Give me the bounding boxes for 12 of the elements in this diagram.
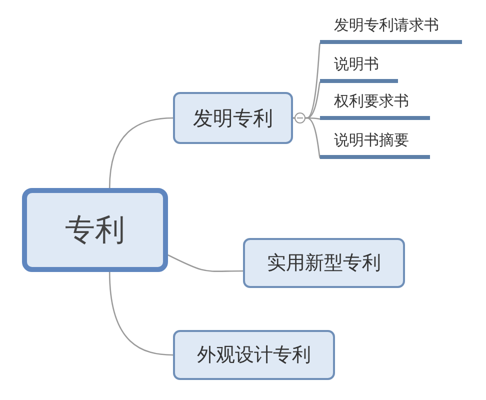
connector-line [108, 272, 174, 356]
connector-line [108, 117, 174, 188]
topic-label: 说明书 [320, 55, 398, 83]
topic-box: 实用新型专利 [243, 238, 405, 288]
topic-box: 发明专利 [173, 92, 293, 144]
topic-label: 发明专利请求书 [320, 16, 462, 44]
topic-label: 权利要求书 [320, 92, 430, 120]
topic-box: 专利 [22, 188, 168, 272]
topic-box: 外观设计专利 [173, 330, 335, 380]
connector-line [168, 254, 243, 272]
connector-line [293, 117, 321, 158]
topic-label: 说明书摘要 [320, 131, 430, 159]
